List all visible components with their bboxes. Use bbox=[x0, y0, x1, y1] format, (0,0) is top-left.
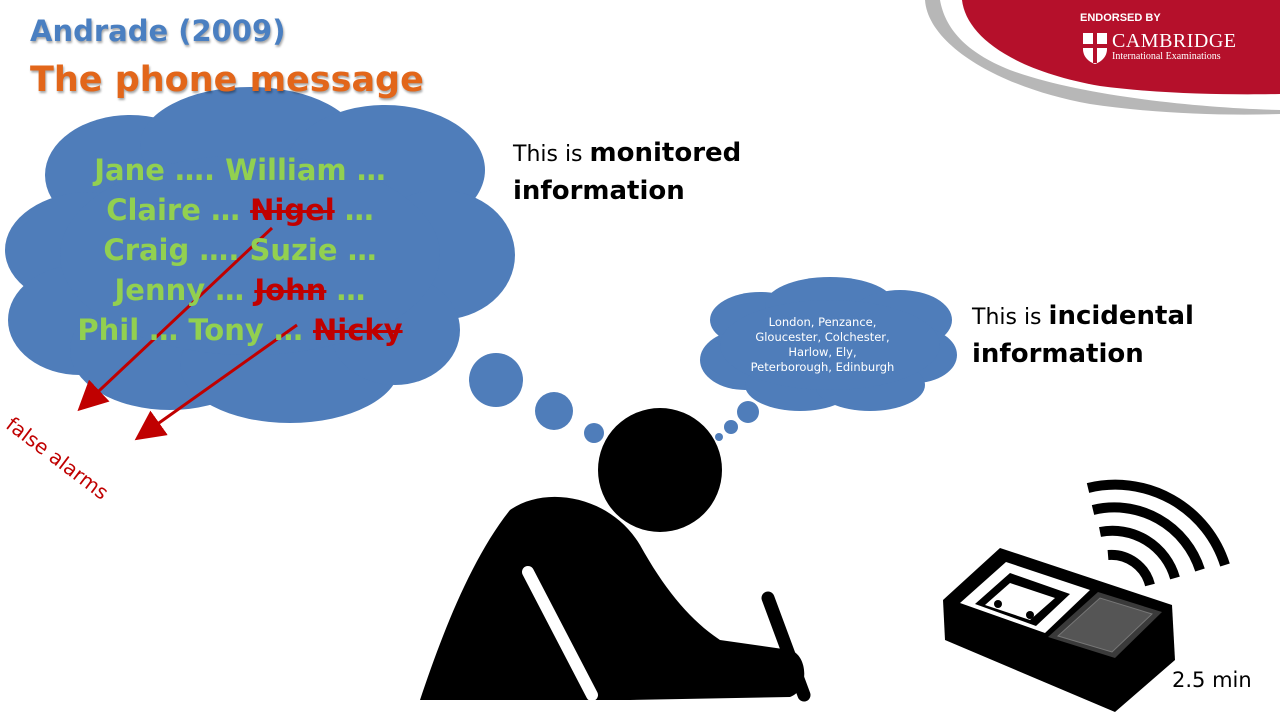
incidental-caption: This is incidental information bbox=[972, 298, 1194, 374]
cambridge-logo-sub: International Examinations bbox=[1112, 51, 1221, 62]
person-at-desk-icon bbox=[420, 408, 811, 702]
crossed-name: John bbox=[254, 273, 327, 307]
monitored-caption: This is monitored information bbox=[513, 135, 741, 211]
cities-line: Harlow, Ely, bbox=[788, 345, 857, 359]
cambridge-shield-icon bbox=[1083, 33, 1107, 64]
cities-list: London, Penzance, Gloucester, Colchester… bbox=[740, 315, 905, 375]
false-alarm-arrow-2 bbox=[134, 323, 298, 441]
names-list: Jane …. William … Claire … Nigel … Craig… bbox=[40, 150, 440, 350]
slide-title: The phone message bbox=[30, 60, 424, 100]
names-row-2: Claire … Nigel … bbox=[40, 190, 440, 230]
small-bubble-2 bbox=[724, 420, 738, 434]
caption-keyword: incidental bbox=[1048, 301, 1194, 331]
small-bubble-3 bbox=[715, 433, 723, 441]
recording-duration: 2.5 min bbox=[1172, 668, 1252, 692]
false-alarm-arrow-1 bbox=[77, 226, 274, 412]
cities-line: Peterborough, Edinburgh bbox=[750, 360, 895, 374]
endorsed-by-label: ENDORSED BY bbox=[1080, 12, 1161, 24]
name-text: Jane …. William … bbox=[94, 153, 386, 187]
thought-bubble-medium bbox=[535, 392, 573, 430]
caption-prefix: This is bbox=[972, 305, 1049, 330]
caption-line2: information bbox=[513, 176, 685, 206]
small-bubble-1 bbox=[737, 401, 759, 423]
caption-prefix: This is bbox=[513, 142, 590, 167]
thought-bubble-large bbox=[469, 353, 523, 407]
thought-bubble-small bbox=[584, 423, 604, 443]
sound-waves-icon bbox=[1086, 479, 1230, 587]
names-thought-cloud bbox=[5, 87, 515, 423]
name-text: Claire … bbox=[106, 193, 251, 227]
names-row-4: Jenny … John … bbox=[40, 270, 440, 310]
name-text: Craig …. Suzie … bbox=[103, 233, 377, 267]
cities-line: London, Penzance, bbox=[768, 315, 877, 329]
name-text: … bbox=[326, 273, 366, 307]
cambridge-corner-band bbox=[962, 0, 1280, 95]
cambridge-logo-name: CAMBRIDGE bbox=[1112, 30, 1237, 52]
cities-line: Gloucester, Colchester, bbox=[755, 330, 890, 344]
name-text: … bbox=[334, 193, 374, 227]
slide-subtitle: Andrade (2009) bbox=[30, 14, 286, 48]
caption-line2: information bbox=[972, 339, 1144, 369]
crossed-name: Nicky bbox=[312, 313, 403, 347]
tape-recorder-icon bbox=[943, 548, 1175, 712]
crossed-name: Nigel bbox=[250, 193, 335, 227]
name-text: Phil … Tony … bbox=[77, 313, 313, 347]
caption-keyword: monitored bbox=[589, 138, 742, 168]
names-row-1: Jane …. William … bbox=[40, 150, 440, 190]
names-row-3: Craig …. Suzie … bbox=[40, 230, 440, 270]
names-row-5: Phil … Tony … Nicky bbox=[40, 310, 440, 350]
cities-thought-cloud bbox=[700, 277, 957, 411]
name-text: Jenny … bbox=[114, 273, 255, 307]
